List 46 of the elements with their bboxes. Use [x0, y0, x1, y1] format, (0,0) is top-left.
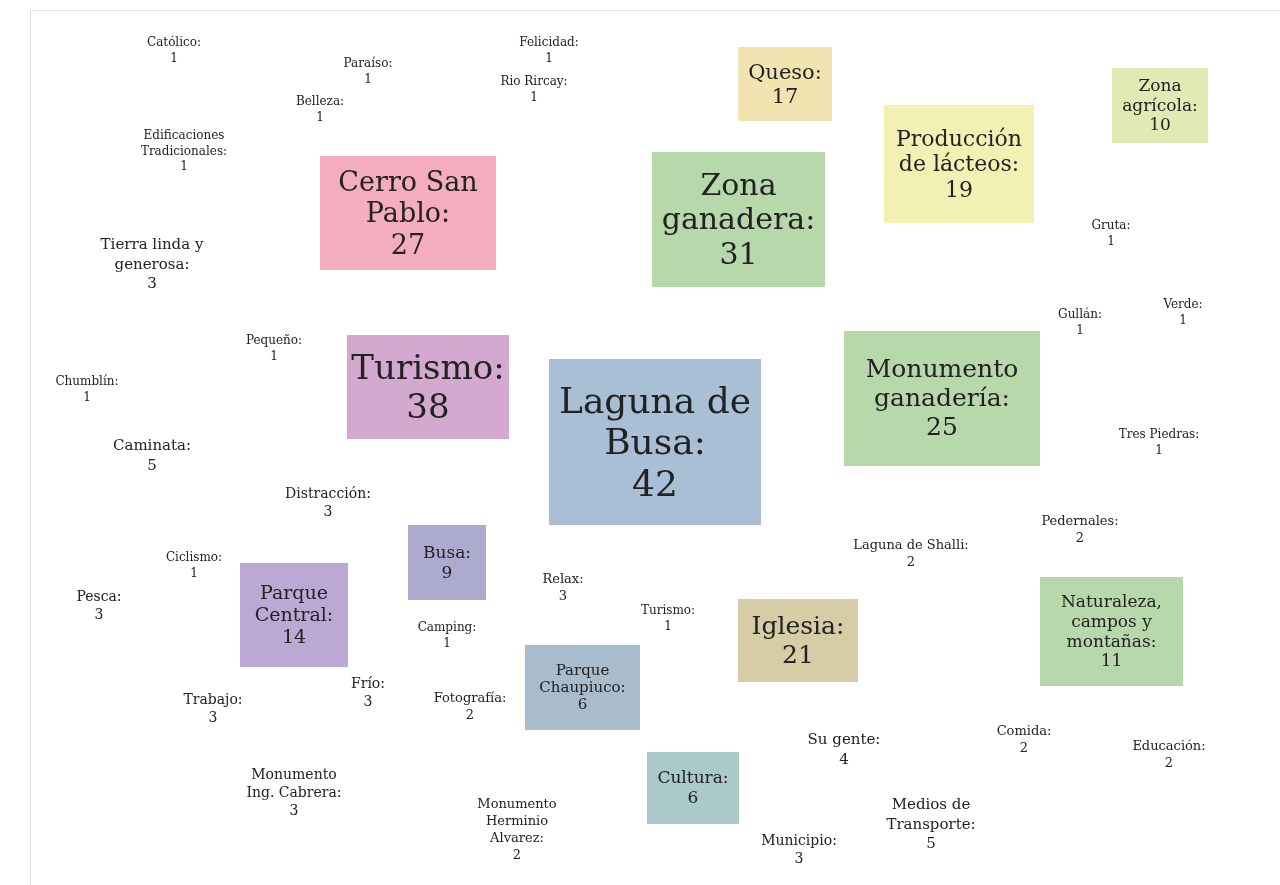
word-count-label: Fotografía: 2: [433, 690, 507, 724]
word-count-label: Tres Piedras: 1: [1118, 427, 1200, 459]
category-box: Zona agrícola: 10: [1112, 68, 1208, 143]
word-count-label: Pequeño: 1: [245, 333, 303, 365]
word-count-label: Medios de Transporte: 5: [885, 795, 977, 854]
category-box: Monumento ganadería: 25: [844, 331, 1040, 466]
word-count-label: Camping: 1: [417, 620, 477, 652]
category-box: Producción de lácteos: 19: [884, 105, 1034, 223]
word-count-label: Pedernales: 2: [1041, 513, 1119, 547]
word-count-label: Frío: 3: [351, 674, 385, 711]
word-count-label: Edificaciones Tradicionales: 1: [139, 128, 229, 175]
word-count-label: Comida: 2: [996, 723, 1052, 757]
word-count-label: Tierra linda y generosa: 3: [99, 235, 205, 294]
category-box: Iglesia: 21: [738, 599, 858, 682]
word-count-label: Monumento Herminio Alvarez: 2: [476, 796, 558, 864]
word-count-label: Felicidad: 1: [519, 35, 579, 67]
word-count-label: Relax: 3: [542, 571, 584, 605]
word-count-label: Laguna de Shalli: 2: [853, 537, 969, 571]
word-count-label: Rio Rircay: 1: [500, 74, 568, 106]
category-box: Laguna de Busa: 42: [549, 359, 761, 525]
word-count-label: Municipio: 3: [761, 831, 837, 868]
category-box: Busa: 9: [408, 525, 486, 600]
word-count-label: Trabajo: 3: [183, 690, 243, 727]
word-count-label: Paraíso: 1: [343, 56, 393, 88]
word-count-label: Belleza: 1: [295, 94, 345, 126]
category-box: Queso: 17: [738, 47, 832, 121]
category-box: Cultura: 6: [647, 752, 739, 824]
word-count-label: Caminata: 5: [112, 436, 192, 475]
word-count-label: Distracción: 3: [285, 484, 371, 521]
word-count-label: Su gente: 4: [807, 730, 881, 769]
category-box: Zona ganadera: 31: [652, 152, 825, 287]
word-count-label: Monumento Ing. Cabrera: 3: [245, 765, 343, 820]
category-box: Cerro San Pablo: 27: [320, 156, 496, 270]
word-count-label: Verde: 1: [1163, 297, 1203, 329]
category-box: Parque Chaupiuco: 6: [525, 645, 640, 730]
category-box: Turismo: 38: [347, 335, 509, 439]
word-count-label: Gruta: 1: [1091, 218, 1131, 250]
category-box: Naturaleza, campos y montañas: 11: [1040, 577, 1183, 686]
category-box: Parque Central: 14: [240, 563, 348, 667]
word-count-label: Educación: 2: [1132, 738, 1206, 772]
word-count-label: Ciclismo: 1: [165, 550, 223, 582]
word-count-label: Turismo: 1: [640, 603, 696, 635]
word-count-label: Gullán: 1: [1058, 307, 1102, 339]
word-count-label: Católico: 1: [147, 35, 201, 67]
word-count-label: Pesca: 3: [76, 587, 122, 624]
word-count-label: Chumblín: 1: [55, 374, 119, 406]
